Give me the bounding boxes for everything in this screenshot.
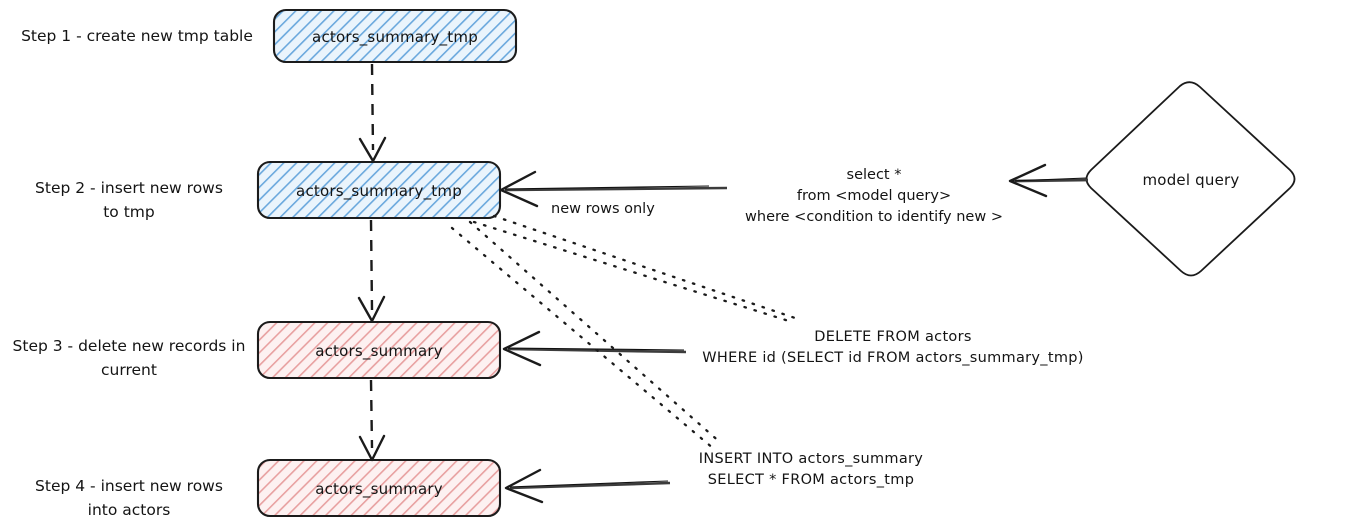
arrow-step1-to-step2 [358, 63, 387, 163]
node-box-step4[interactable] [256, 458, 502, 518]
arrow-insert-sql-to-step4 [504, 468, 671, 504]
node-box-step3[interactable] [256, 320, 502, 380]
edge-label-delete-sql: DELETE FROM actors WHERE id (SELECT id F… [702, 329, 1084, 366]
dotted-link-step2-to-delete-sql [472, 214, 797, 324]
step-label-4: Step 4 - insert new rows into actors [35, 477, 223, 519]
edge-label-new-rows-only: new rows only [551, 201, 655, 217]
node-diamond-model-query[interactable] [1085, 81, 1296, 277]
arrow-step3-to-step4 [358, 379, 386, 462]
dotted-link-step2-to-insert-sql [450, 220, 724, 451]
step-label-1: Step 1 - create new tmp table [21, 27, 253, 45]
edge-label-model-query-sql: select * from <model query> where <condi… [745, 167, 1003, 225]
arrow-new-rows-only [499, 170, 728, 208]
step-label-3: Step 3 - delete new records in current [12, 337, 246, 379]
edge-label-insert-sql: INSERT INTO actors_summary SELECT * FROM… [698, 451, 924, 488]
arrow-model-query-to-sql [1008, 163, 1089, 198]
node-box-step1[interactable] [272, 8, 518, 64]
node-box-step2[interactable] [256, 160, 502, 220]
step-label-2: Step 2 - insert new rows to tmp [35, 179, 223, 221]
arrow-delete-sql-to-step3 [502, 330, 687, 367]
arrow-step2-to-step3 [357, 219, 386, 323]
